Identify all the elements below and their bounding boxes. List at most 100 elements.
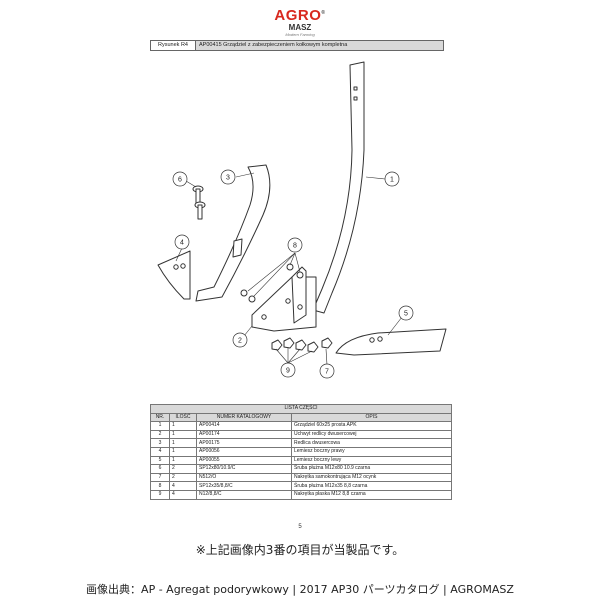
cell-catalog: SP12x35/8,8/C [196, 481, 292, 491]
cell-nr: 4 [150, 446, 170, 457]
cell-qty: 1 [169, 438, 197, 448]
side-blade-part-5 [335, 328, 447, 356]
logo-sub-text: MASZ [288, 23, 312, 32]
cell-description: Nakrętka samokontrująca M12 ocynk [291, 472, 452, 483]
beam-hole-top [353, 86, 358, 91]
callout-3: 3 [226, 175, 230, 182]
column-header: OPIS [291, 412, 452, 423]
table-row: 9 4 N12/8,8/C Nakrętka płaska M12 8,8 cz… [150, 489, 452, 500]
bolt-8-d [248, 295, 256, 303]
cell-nr: 9 [150, 489, 170, 500]
cell-catalog: AP00056 [196, 446, 292, 457]
nut-9-a [271, 339, 283, 351]
logo-tagline: Modern Farming [285, 32, 315, 37]
cell-qty: 1 [169, 429, 197, 440]
exploded-view-drawing: 1 2 3 4 5 6 7 8 9 [157, 61, 447, 379]
holder-plate [291, 266, 307, 324]
callout-2-circle [232, 332, 248, 348]
nut-9-c [295, 339, 307, 351]
cell-description: Lemiesz boczny lewy [291, 455, 452, 466]
cell-catalog: N12/8,8/C [196, 489, 292, 500]
nut-9-d [307, 341, 319, 353]
cell-nr: 6 [150, 464, 170, 474]
bolt-8-a [286, 263, 294, 271]
page-number: 5 [298, 524, 302, 530]
table-row: 1 1 AP00414 Grządziel 60x25 prosta APK [150, 421, 452, 431]
cell-qty: 2 [169, 472, 197, 483]
cell-catalog: SP12x80/10.9/C [196, 464, 292, 474]
image-source-credit: 画像出典：AP - Agregat podorywkowy | 2017 AP3… [86, 583, 514, 596]
cell-nr: 7 [150, 472, 170, 483]
product-note: ※上記画像内3番の項目が当製品です。 [195, 543, 405, 557]
cell-qty: 4 [169, 489, 197, 500]
cell-description: Redlica dwusercowa [291, 438, 452, 448]
beam-part-1 [312, 61, 365, 314]
cell-catalog: AP00174 [196, 429, 292, 440]
cell-nr: 2 [150, 429, 170, 440]
column-header: NR. [150, 412, 170, 423]
callout-4-circle [174, 234, 190, 250]
cell-nr: 1 [150, 421, 170, 431]
cell-description: Nakrętka płaska M12 8,8 czarna [291, 489, 452, 500]
callout-8-circle [287, 237, 303, 253]
cell-description: Uchwyt redlicy dwusercowej [291, 429, 452, 440]
callout-1: 1 [390, 177, 394, 184]
holder-hole-c [261, 314, 267, 320]
column-header: NUMER KATALOGOWY [196, 412, 292, 423]
cell-nr: 8 [150, 481, 170, 491]
blade-hole-b [180, 263, 186, 269]
table-row: 6 2 SP12x80/10.9/C Śruba płużna M12x80 1… [150, 464, 452, 474]
cell-catalog: AP00175 [196, 438, 292, 448]
cell-nr: 5 [150, 455, 170, 466]
brand-logo: AGRO® MASZ Modern Farming [262, 6, 338, 37]
cell-description: Śruba płużna M12x80 10.9 czarna [291, 464, 452, 474]
cell-description: Grządziel 60x25 prosta APK [291, 421, 452, 431]
callout-6-circle [172, 171, 188, 187]
cell-nr: 3 [150, 438, 170, 448]
parts-table-header-row: NR. ILOŚĆ NUMER KATALOGOWY OPIS [150, 412, 452, 423]
table-row: 2 1 AP00174 Uchwyt redlicy dwusercowej [150, 429, 452, 440]
cell-description: Lemiesz boczny prawy [291, 446, 452, 457]
callout-1-circle [384, 171, 400, 187]
beam-hole-mid [353, 96, 358, 101]
cell-qty: 1 [169, 421, 197, 431]
bolt-6-shank-a [195, 188, 201, 204]
table-row: 4 1 AP00056 Lemiesz boczny prawy [150, 446, 452, 457]
bolt-8-b [296, 271, 304, 279]
side-blade-part-4 [157, 250, 191, 300]
callout-5: 5 [404, 311, 408, 318]
blade5-hole-b [377, 336, 383, 342]
cell-qty: 2 [169, 464, 197, 474]
callout-9-circle [280, 362, 296, 378]
holder-hole-b [297, 304, 303, 310]
callout-6: 6 [178, 177, 182, 184]
cell-qty: 1 [169, 455, 197, 466]
nut-9-b [283, 337, 295, 349]
parts-table-caption: LISTA CZĘŚCI [150, 404, 452, 414]
callout-8: 8 [293, 243, 297, 250]
cell-qty: 4 [169, 481, 197, 491]
figure-label: Rysunek R4 [151, 41, 196, 50]
table-row: 3 1 AP00175 Redlica dwusercowa [150, 438, 452, 448]
callout-5-circle [398, 305, 414, 321]
callout-7-circle [319, 363, 335, 379]
table-row: 8 4 SP12x35/8,8/C Śruba płużna M12x35 8,… [150, 481, 452, 491]
holder-hole-a [285, 298, 291, 304]
parts-list-table: LISTA CZĘŚCI NR. ILOŚĆ NUMER KATALOGOWY … [150, 404, 452, 500]
blade-hole-a [173, 264, 179, 270]
drawing-title: AP00415 Grządziel z zabezpieczeniem kołk… [196, 41, 443, 50]
logo-brand-text: AGRO® [274, 7, 326, 24]
table-row: 5 1 AP00055 Lemiesz boczny lewy [150, 455, 452, 466]
table-row: 7 2 N512/O Nakrętka samokontrująca M12 o… [150, 472, 452, 483]
cell-qty: 1 [169, 446, 197, 457]
blade5-hole-a [369, 337, 375, 343]
bolt-6-shank-b [197, 204, 203, 220]
callout-2: 2 [238, 338, 242, 345]
callout-4: 4 [180, 240, 184, 247]
cell-catalog: AP00414 [196, 421, 292, 431]
share-part-3 [195, 164, 271, 302]
nut-7-a [321, 337, 333, 349]
callout-9: 9 [286, 368, 290, 375]
cell-description: Śruba płużna M12x35 8,8 czarna [291, 481, 452, 491]
column-header: ILOŚĆ [169, 412, 197, 423]
